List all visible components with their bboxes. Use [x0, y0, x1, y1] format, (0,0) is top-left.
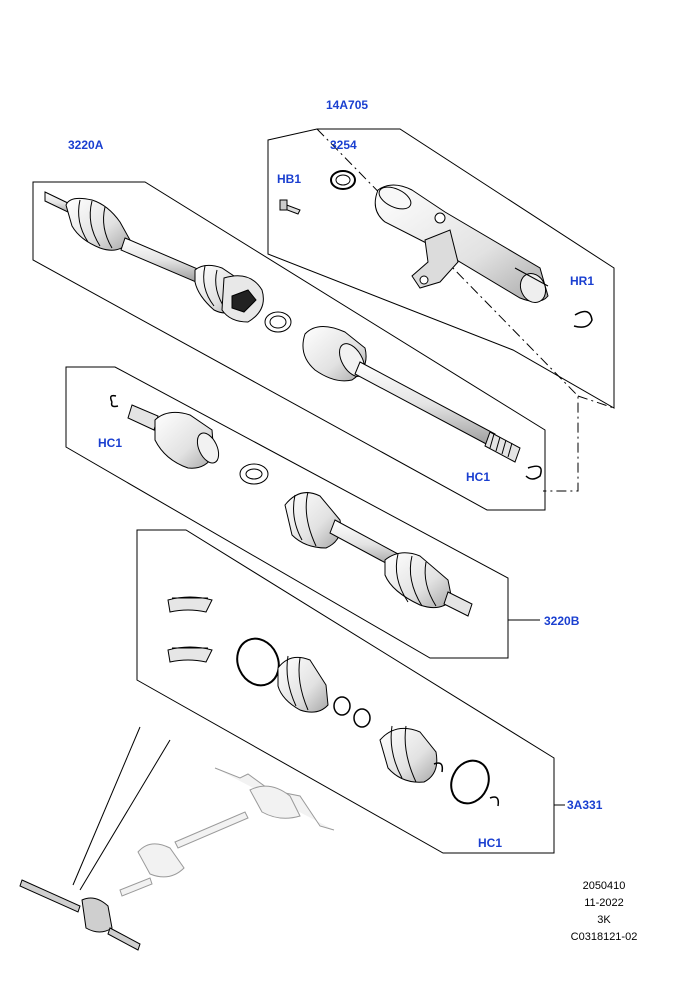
group-outlines: [32, 128, 615, 854]
callout-3254[interactable]: 3254: [330, 138, 357, 152]
bearing-housing-14a705: [279, 170, 593, 328]
callout-hc1-right[interactable]: HC1: [466, 470, 491, 484]
illustration-number: C0318121-02: [570, 931, 638, 943]
callout-3220b[interactable]: 3220B: [544, 614, 580, 628]
outline-3a331: [136, 529, 555, 854]
outline-14a705: [267, 128, 615, 409]
phantom-lines: [267, 128, 615, 492]
reference-version: 3K: [597, 914, 611, 926]
callout-3a331[interactable]: 3A331: [567, 798, 603, 812]
reference-code: 2050410: [582, 880, 626, 892]
callout-hr1[interactable]: HR1: [570, 274, 595, 288]
shaft-3220b: [109, 394, 540, 621]
boot-kit-3a331: [167, 596, 565, 807]
outline-3220b: [65, 366, 509, 659]
callout-3220a[interactable]: 3220A: [68, 138, 104, 152]
reference-date: 11-2022: [584, 897, 624, 909]
shaft-3220a: [44, 191, 542, 480]
outline-3220a: [32, 181, 546, 511]
callout-14a705[interactable]: 14A705: [326, 98, 369, 112]
callout-hb1[interactable]: HB1: [277, 172, 302, 186]
vehicle-locator: [19, 726, 335, 951]
callout-hc1-bottom[interactable]: HC1: [478, 836, 503, 850]
callout-hc1-left[interactable]: HC1: [98, 436, 123, 450]
